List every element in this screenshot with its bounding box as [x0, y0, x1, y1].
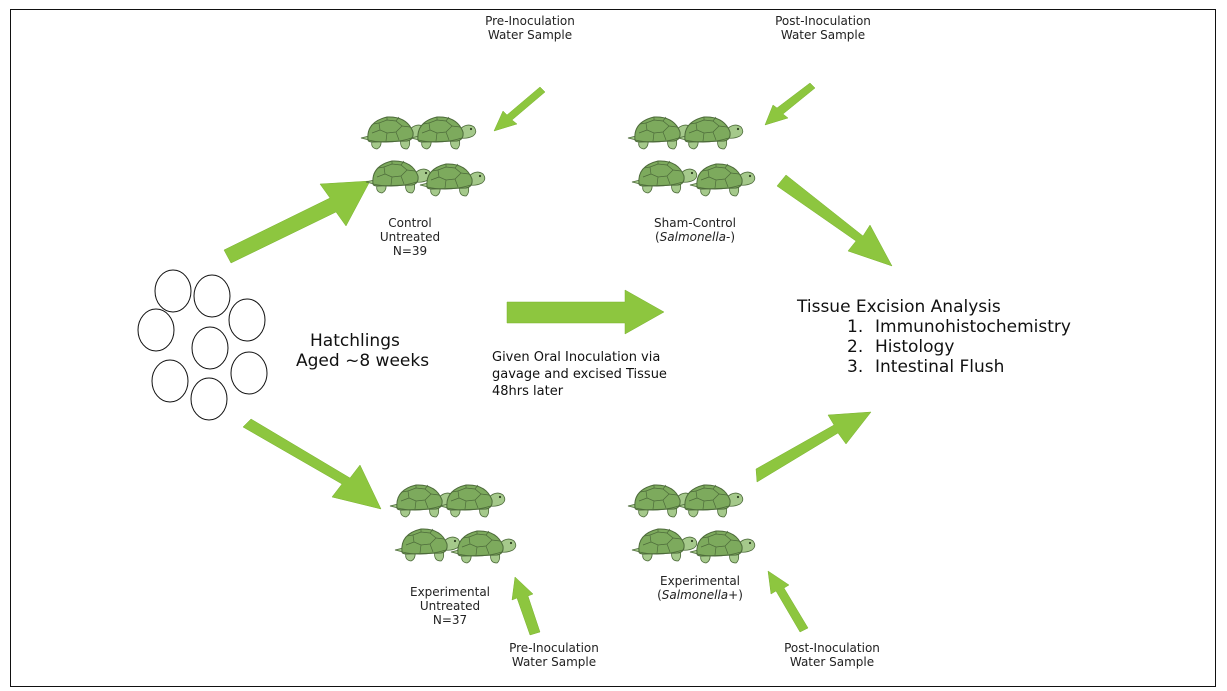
turtle-group-experimental-untreated [389, 484, 517, 564]
analysis-item: 3.Intestinal Flush [847, 357, 1005, 377]
turtle-icon [360, 116, 427, 150]
inoculation-description: Given Oral Inoculation via gavage and ex… [492, 350, 667, 399]
arrow-hatchlings-to-experimental [242, 418, 382, 510]
arrow-pre-sample-bottom [511, 576, 541, 636]
egg [151, 359, 189, 403]
egg [154, 269, 192, 313]
arrow-inoculation-horizontal [506, 289, 665, 335]
egg-cluster [137, 269, 268, 421]
analysis-block: Tissue Excision Analysis 1.Immunohistoch… [797, 297, 1071, 377]
figure-border [10, 9, 1216, 687]
turtle-icon [631, 528, 698, 562]
arrows [223, 82, 893, 636]
arrow-sham-to-analysis [776, 174, 893, 267]
arrow-post-sample-top [764, 82, 816, 126]
egg [228, 298, 266, 342]
turtle-icon [394, 528, 461, 562]
turtle-icon [419, 163, 486, 197]
turtle-icon [450, 530, 517, 564]
egg [193, 274, 231, 318]
turtle-icon [689, 163, 756, 197]
egg [190, 377, 228, 421]
sham-control-group-label: Sham-Control (Salmonella-) [654, 216, 736, 244]
turtle-icon [389, 484, 456, 518]
egg [137, 308, 175, 352]
arrow-experimental-to-analysis [755, 411, 872, 483]
arrow-hatchlings-to-control [223, 180, 371, 264]
egg [230, 351, 268, 395]
egg [191, 326, 229, 370]
turtle-icon [627, 116, 694, 150]
turtle-icon [631, 160, 698, 194]
analysis-item: 2.Histology [847, 337, 955, 357]
analysis-list: 1.Immunohistochemistry 2.Histology 3.Int… [797, 317, 1071, 377]
turtle-icon [365, 160, 432, 194]
experimental-salmonella-group-label: Experimental (Salmonella+) [657, 574, 743, 602]
turtle-icon [627, 484, 694, 518]
analysis-title: Tissue Excision Analysis [797, 297, 1001, 317]
turtle-icon [439, 484, 506, 518]
turtle-group-experimental-salmonella [627, 484, 756, 564]
hatchlings-label: Hatchlings Aged ~8 weeks [296, 331, 430, 371]
turtle-group-sham [627, 116, 756, 197]
turtle-icon [677, 484, 744, 518]
analysis-item: 1.Immunohistochemistry [847, 317, 1071, 337]
turtle-icon [677, 116, 744, 150]
arrow-pre-sample-top [493, 86, 546, 132]
turtle-icon [689, 530, 756, 564]
arrow-post-sample-bottom [767, 570, 809, 633]
turtle-icon [410, 116, 477, 150]
turtle-group-control [360, 116, 486, 197]
